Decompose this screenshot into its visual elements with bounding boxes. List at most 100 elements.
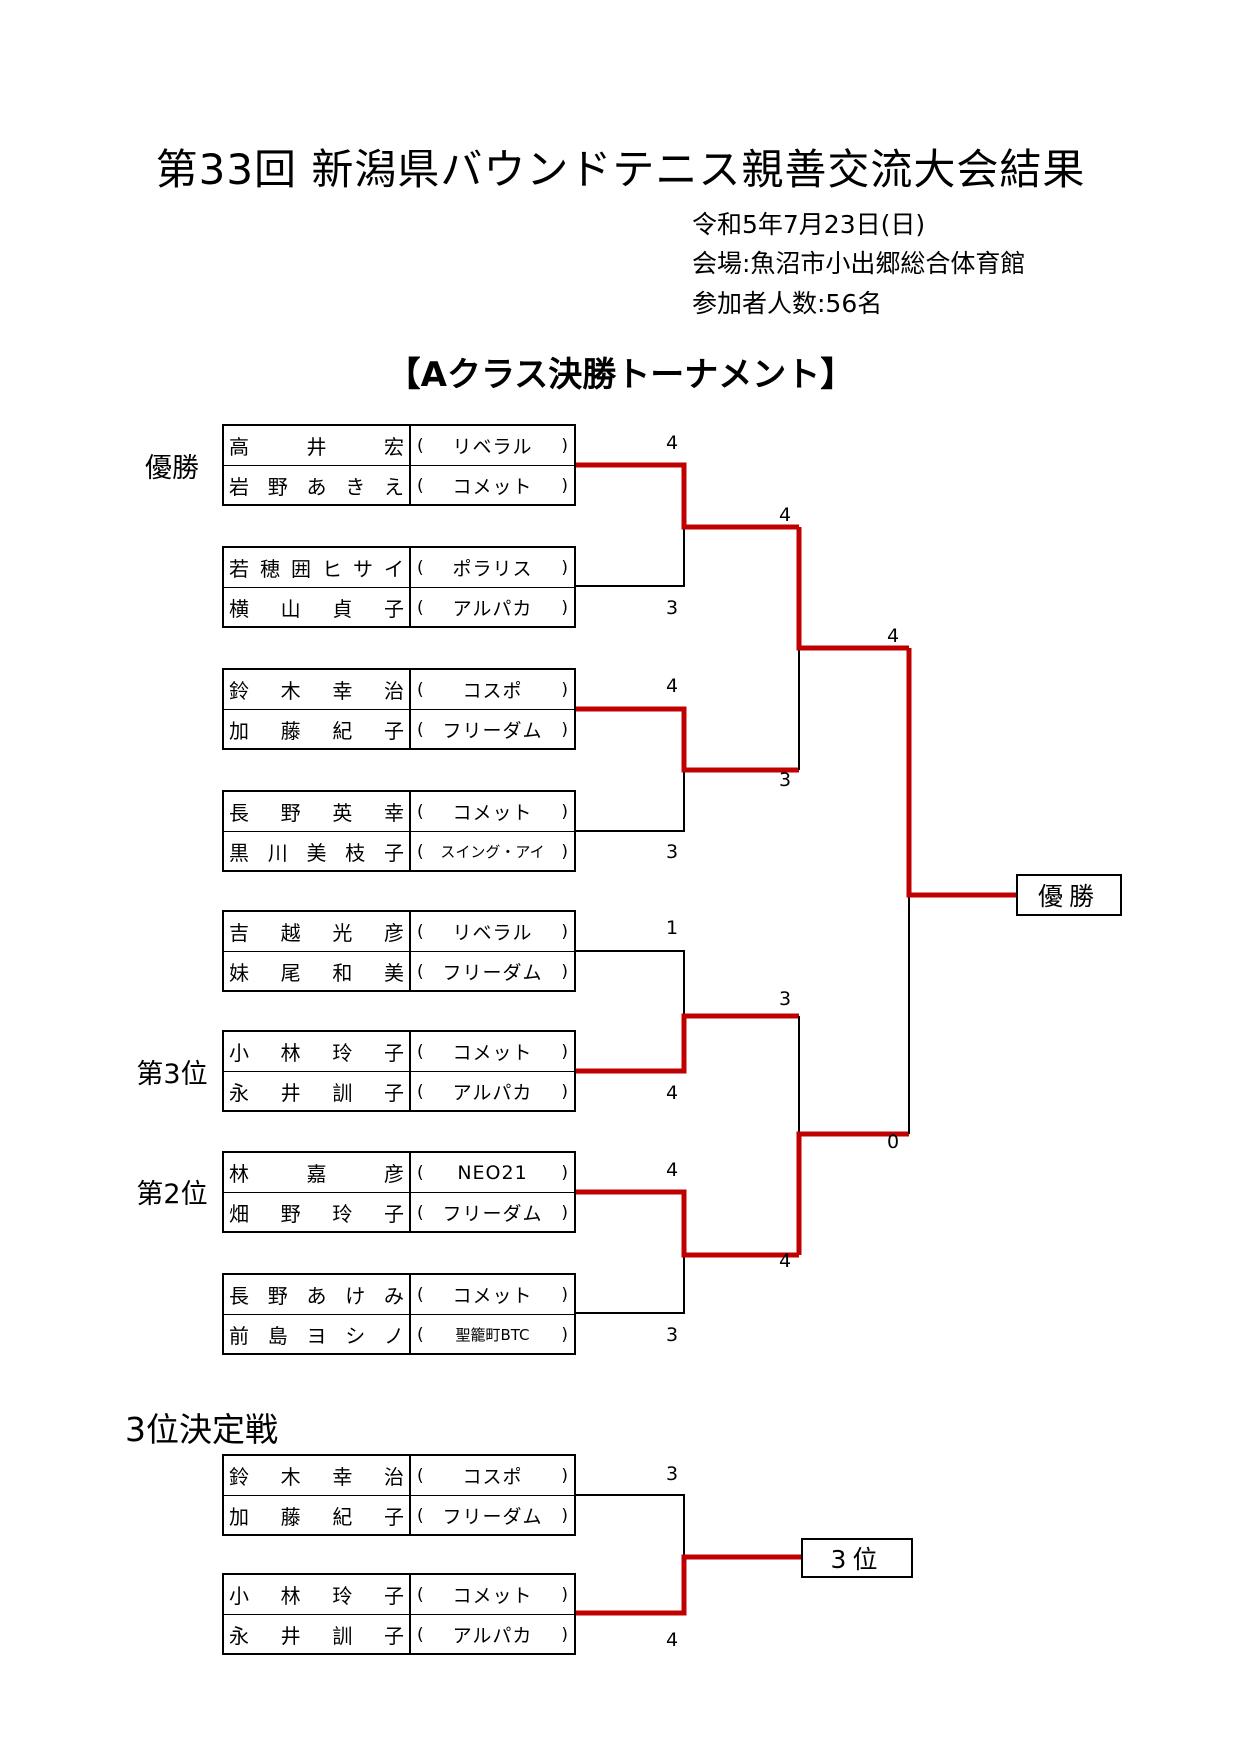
pair-box: 長野英幸(コメット)黒川美枝子(スイング・アイ) [222, 790, 576, 872]
paren-close: ) [561, 1202, 568, 1223]
player-name: 林嘉彦 [224, 1153, 411, 1192]
player-club: (リベラル) [411, 912, 574, 951]
club-name: コメット [452, 476, 533, 498]
player-name-char: 加 [229, 719, 249, 743]
player-row: 長野英幸(コメット) [224, 792, 574, 832]
player-name-char: 鈴 [229, 679, 249, 703]
player-name-char: サ [353, 557, 373, 581]
player-club: (アルパカ) [411, 1072, 574, 1111]
score-label: 3 [665, 1463, 679, 1485]
player-name-char: 永 [229, 1081, 249, 1105]
paren-close: ) [561, 1624, 568, 1645]
player-name-char: シ [345, 1324, 366, 1348]
player-row: 妹尾和美(フリーダム) [224, 952, 574, 991]
score-label: 4 [665, 1159, 679, 1181]
player-name-char: え [384, 475, 404, 499]
club-name: 聖籠町BTC [455, 1326, 530, 1344]
paren-close: ) [561, 1041, 568, 1062]
paren-close: ) [561, 679, 568, 700]
champion-box: 優勝 [1016, 874, 1122, 916]
score-label: 0 [886, 1131, 900, 1153]
paren-close: ) [561, 597, 568, 618]
player-name: 鈴木幸治 [224, 1456, 411, 1495]
player-name: 若穂囲ヒサイ [224, 548, 411, 587]
loser-line [576, 770, 685, 832]
score-label: 3 [665, 597, 679, 619]
winner-line [906, 648, 1016, 898]
player-name-char: 子 [383, 1505, 404, 1529]
player-row: 長野あけみ(コメット) [224, 1275, 574, 1315]
club-name: コメット [452, 1285, 533, 1307]
player-name-char: 玲 [332, 1202, 353, 1226]
player-name-char: 藤 [280, 1505, 301, 1529]
paren-open: ( [417, 961, 424, 982]
pair-box: 小林玲子(コメット)永井訓子(アルパカ) [222, 1030, 576, 1112]
player-name-char: け [345, 1284, 366, 1308]
player-name-char: 山 [280, 597, 301, 621]
player-club: (コメット) [411, 1032, 574, 1071]
club-name: アルパカ [452, 1625, 533, 1647]
paren-close: ) [561, 1162, 568, 1183]
player-name-char: あ [306, 1284, 327, 1308]
paren-open: ( [417, 475, 424, 496]
player-name-char: 幸 [383, 801, 404, 825]
player-name-char: 彦 [383, 921, 404, 945]
player-name-char: 井 [280, 1624, 301, 1648]
player-club: (アルパカ) [411, 1615, 574, 1654]
paren-close: ) [561, 961, 568, 982]
pair-box: 小林玲子(コメット)永井訓子(アルパカ) [222, 1573, 576, 1655]
player-name: 黒川美枝子 [224, 832, 411, 871]
club-name: フリーダム [442, 1203, 543, 1225]
player-name-char: 横 [229, 597, 249, 621]
player-row: 加藤紀子(フリーダム) [224, 1496, 574, 1535]
player-row: 高井宏(リベラル) [224, 426, 574, 466]
paren-close: ) [561, 921, 568, 942]
club-name: コメット [452, 802, 533, 824]
player-name: 横山貞子 [224, 588, 411, 627]
club-name: フリーダム [442, 1506, 543, 1528]
player-name-char: 紀 [332, 719, 353, 743]
winner-line [576, 1189, 799, 1258]
score-label: 4 [665, 432, 679, 454]
player-name-char: 幸 [332, 679, 353, 703]
player-name-char: 治 [383, 1465, 404, 1489]
pair-box: 若穂囲ヒサイ(ポラリス)横山貞子(アルパカ) [222, 546, 576, 628]
player-row: 岩野あきえ ( コメット) [224, 466, 574, 505]
player-club: (聖籠町BTC) [411, 1315, 574, 1354]
player-name-char: 吉 [229, 921, 249, 945]
player-name-char: 子 [383, 1624, 404, 1648]
player-name-char: 小 [229, 1584, 249, 1608]
player-name: 岩野あきえ [224, 466, 411, 505]
player-name-char: 野 [267, 475, 288, 499]
player-name-char: 畑 [229, 1202, 249, 1226]
player-row: 鈴木幸治(コスポ) [224, 1456, 574, 1496]
participant-count: 参加者人数:56名 [692, 289, 883, 318]
player-name-char: 幸 [332, 1465, 353, 1489]
loser-line [576, 1255, 685, 1314]
loser-line [576, 950, 685, 1016]
player-name-char: 紀 [332, 1505, 353, 1529]
paren-open: ( [417, 841, 424, 862]
player-name-char: イ [384, 557, 404, 581]
score-label: 3 [778, 988, 792, 1010]
third-place-box-label: 3位 [830, 1545, 884, 1574]
player-name-char: 子 [383, 597, 404, 621]
paren-open: ( [417, 1505, 424, 1526]
player-name-char: 井 [306, 435, 327, 459]
player-name-char: 英 [332, 801, 353, 825]
player-name-char: 美 [306, 841, 327, 865]
player-name: 小林玲子 [224, 1575, 411, 1614]
score-label: 3 [665, 1324, 679, 1346]
paren-close: ) [561, 475, 568, 496]
club-name: リベラル [452, 436, 533, 458]
player-name-char: 鈴 [229, 1465, 249, 1489]
player-name: 加藤紀子 [224, 1496, 411, 1535]
club-name: コメット [452, 1042, 533, 1064]
player-club: (NEO21) [411, 1153, 574, 1192]
player-name: 畑野玲子 [224, 1193, 411, 1232]
event-date: 令和5年7月23日(日) [692, 210, 926, 239]
paren-close: ) [561, 719, 568, 740]
winner-line [576, 1013, 799, 1074]
paren-close: ) [561, 1584, 568, 1605]
